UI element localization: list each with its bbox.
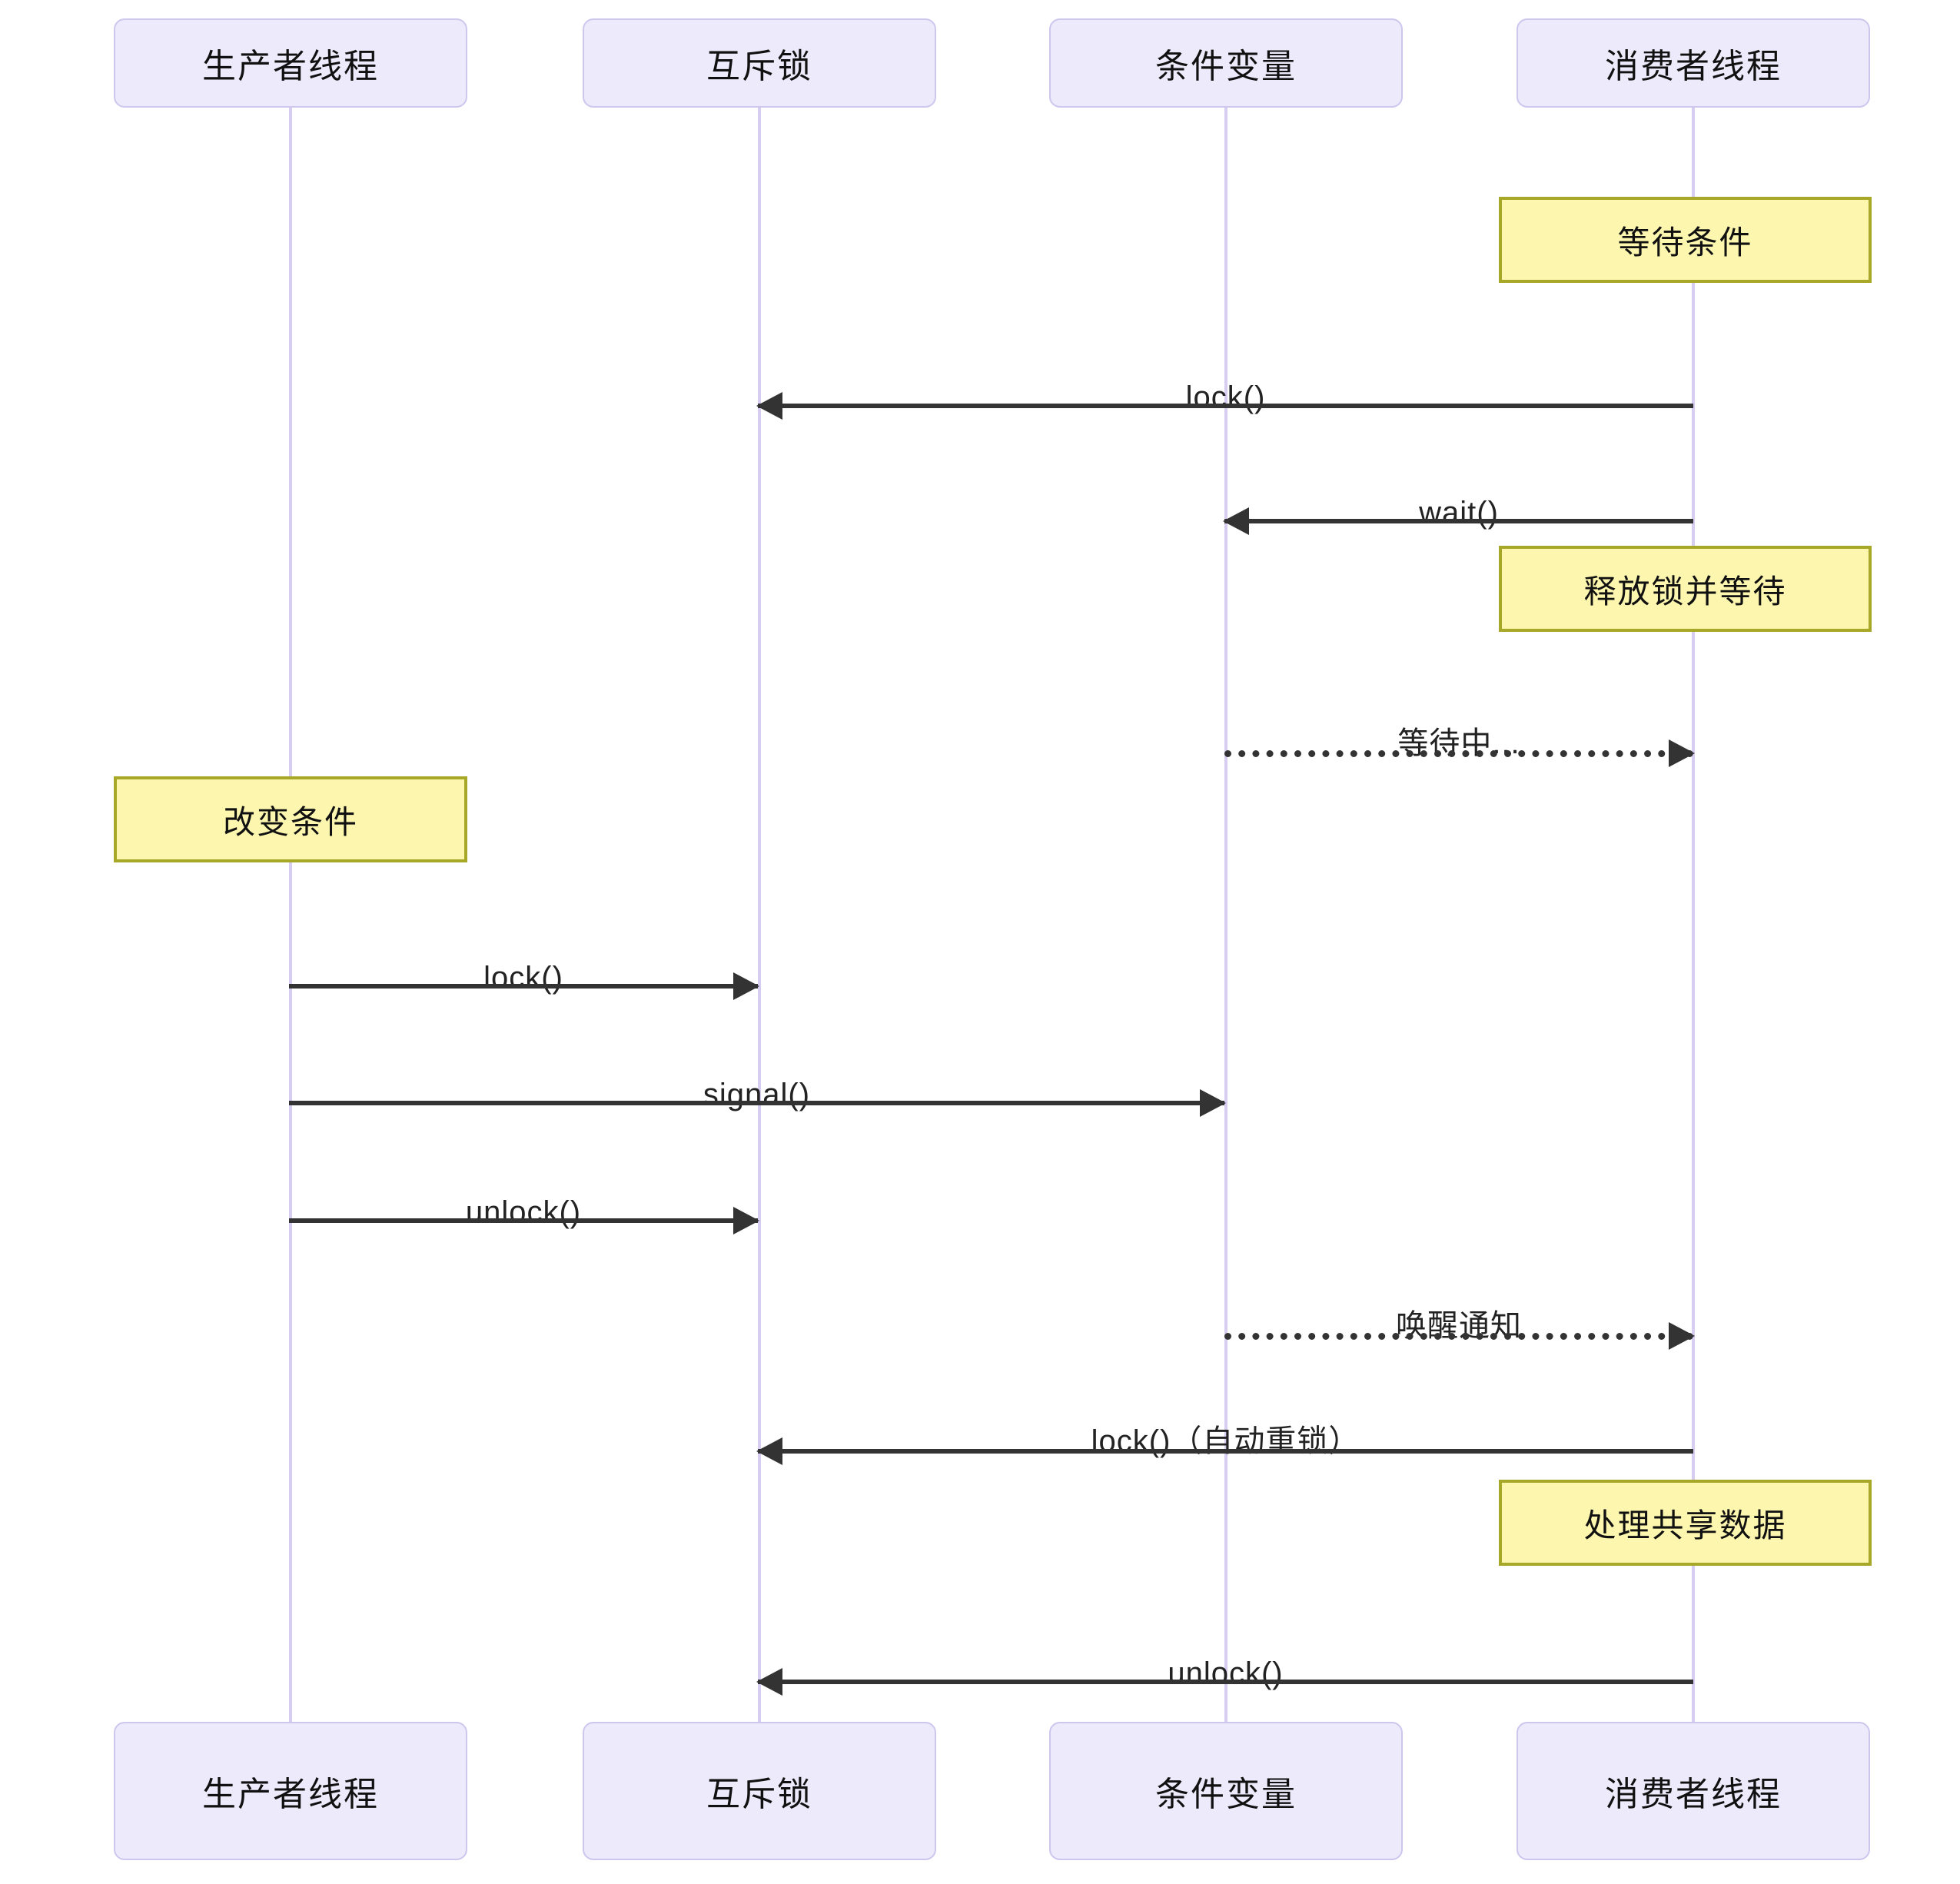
message-line xyxy=(758,404,1693,408)
participant-header-mutex[interactable]: 互斥锁 xyxy=(583,18,936,108)
message-line xyxy=(1224,750,1693,757)
arrowhead-left-icon xyxy=(1223,507,1249,535)
message-line xyxy=(1224,1333,1693,1340)
message-lock-consumer[interactable]: lock() xyxy=(756,375,1693,437)
participant-footer-consumer[interactable]: 消费者线程 xyxy=(1517,1722,1870,1860)
message-signal[interactable]: signal() xyxy=(289,1072,1226,1134)
participant-label: 互斥锁 xyxy=(706,1776,812,1813)
message-relock[interactable]: lock()（自动重锁） xyxy=(756,1420,1693,1482)
arrowhead-left-icon xyxy=(756,1437,782,1465)
message-label: lock() xyxy=(483,961,563,995)
message-label: unlock() xyxy=(465,1195,582,1229)
participant-label: 条件变量 xyxy=(1155,1776,1297,1813)
message-waiting[interactable]: 等待中... xyxy=(1224,723,1695,784)
message-line xyxy=(758,1449,1693,1454)
note-text: 改变条件 xyxy=(222,803,358,840)
arrowhead-right-icon xyxy=(1200,1089,1226,1117)
participant-label: 条件变量 xyxy=(1155,48,1297,85)
message-label: unlock() xyxy=(1168,1656,1284,1690)
message-line xyxy=(1224,519,1693,523)
message-unlock-producer[interactable]: unlock() xyxy=(289,1190,759,1251)
note-wait-condition: 等待条件 xyxy=(1499,197,1872,283)
message-label: wait() xyxy=(1419,496,1499,530)
message-lock-producer[interactable]: lock() xyxy=(289,955,759,1017)
message-unlock-consumer[interactable]: unlock() xyxy=(756,1651,1693,1713)
arrowhead-right-icon xyxy=(1669,739,1695,767)
participant-footer-mutex[interactable]: 互斥锁 xyxy=(583,1722,936,1860)
message-line xyxy=(758,1680,1693,1684)
participant-label: 生产者线程 xyxy=(202,1776,379,1813)
note-text: 释放锁并等待 xyxy=(1583,573,1787,610)
note-process-data: 处理共享数据 xyxy=(1499,1480,1872,1566)
message-label: lock() xyxy=(1185,380,1266,414)
arrowhead-left-icon xyxy=(756,1668,782,1696)
message-line xyxy=(289,1101,1224,1105)
lifeline-consumer xyxy=(1692,108,1695,1722)
note-text: 处理共享数据 xyxy=(1583,1507,1787,1543)
lifeline-mutex xyxy=(758,108,761,1722)
participant-label: 消费者线程 xyxy=(1605,1776,1782,1813)
message-line xyxy=(289,984,758,989)
arrowhead-right-icon xyxy=(1669,1322,1695,1350)
message-wakeup[interactable]: 唤醒通知 xyxy=(1224,1305,1695,1367)
participant-footer-producer[interactable]: 生产者线程 xyxy=(114,1722,467,1860)
arrowhead-left-icon xyxy=(756,392,782,420)
participant-label: 互斥锁 xyxy=(706,48,812,85)
message-wait[interactable]: wait() xyxy=(1223,490,1693,552)
arrowhead-right-icon xyxy=(733,972,759,1000)
participant-label: 消费者线程 xyxy=(1605,48,1782,85)
arrowhead-right-icon xyxy=(733,1207,759,1234)
message-label: lock()（自动重锁） xyxy=(1091,1424,1360,1458)
message-label: signal() xyxy=(703,1078,811,1111)
participant-label: 生产者线程 xyxy=(202,48,379,85)
participant-header-producer[interactable]: 生产者线程 xyxy=(114,18,467,108)
message-line xyxy=(289,1218,758,1223)
lifeline-cond xyxy=(1224,108,1227,1722)
participant-header-cond[interactable]: 条件变量 xyxy=(1049,18,1403,108)
note-release-and-wait: 释放锁并等待 xyxy=(1499,546,1872,632)
participant-footer-cond[interactable]: 条件变量 xyxy=(1049,1722,1403,1860)
note-change-condition: 改变条件 xyxy=(114,776,467,862)
lifeline-producer xyxy=(289,108,292,1722)
note-text: 等待条件 xyxy=(1617,224,1753,261)
participant-header-consumer[interactable]: 消费者线程 xyxy=(1517,18,1870,108)
